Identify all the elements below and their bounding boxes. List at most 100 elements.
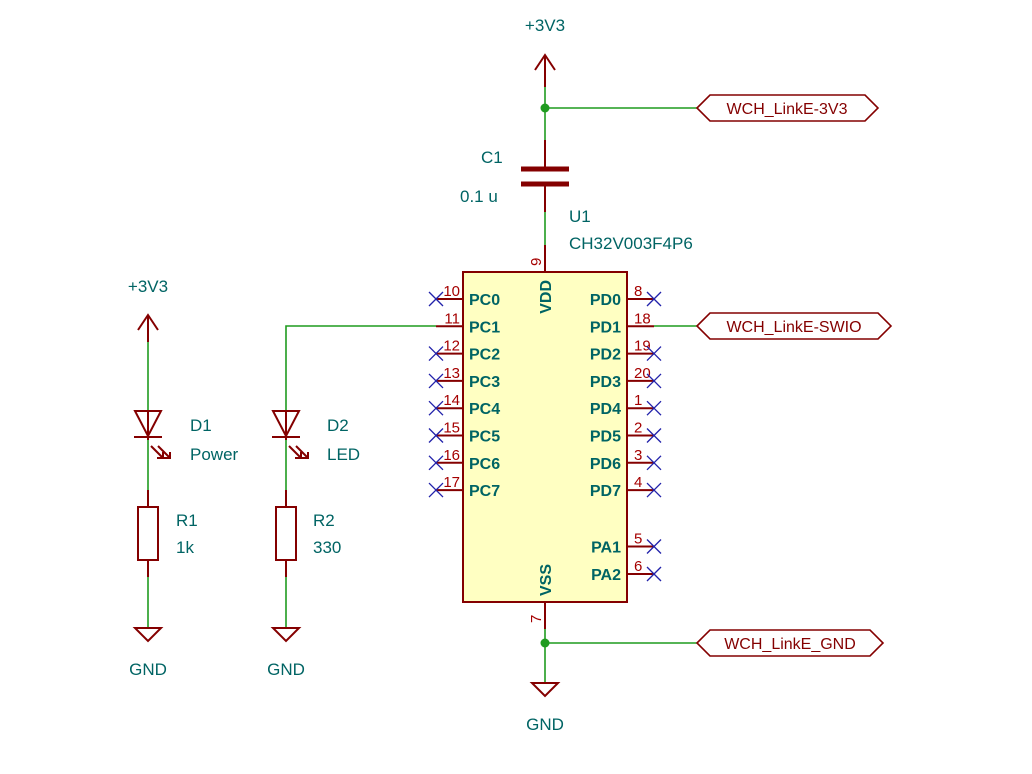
no-connect-icon (646, 400, 662, 416)
pin-number: 11 (444, 310, 460, 327)
global-label-gnd[interactable]: WCH_LinkE_GND (695, 629, 885, 657)
no-connect-icon (646, 346, 662, 362)
led-icon (271, 410, 301, 439)
d1-ref: D1 (190, 416, 212, 435)
pin-name: PD2 (590, 347, 621, 364)
label-swio-text: WCH_LinkE-SWIO (726, 319, 861, 336)
pin-name: PC4 (469, 401, 500, 418)
gnd-symbol-r2: GND (267, 627, 305, 679)
junction-gnd (540, 638, 550, 648)
no-connect-icon (428, 291, 444, 307)
power-3v3-left: +3V3 (128, 277, 168, 342)
pin-name: PC6 (469, 456, 500, 473)
resistor-r1[interactable]: R1 1k (137, 490, 198, 577)
junction-3v3 (540, 103, 550, 113)
vdd-pin-name: VDD (538, 280, 555, 314)
no-connect-icon (646, 291, 662, 307)
label-gnd-shape (695, 629, 885, 657)
power-3v3-top: +3V3 (525, 16, 565, 87)
r2-value: 330 (313, 538, 341, 557)
ic-u1[interactable]: U1 CH32V003F4P6 9 VDD 7 VSS 10PC011PC112… (428, 207, 693, 629)
pin-number: 19 (634, 338, 651, 355)
global-label-3v3[interactable]: WCH_LinkE-3V3 (695, 94, 880, 122)
vss-pin-name: VSS (538, 564, 555, 596)
no-connect-icon (646, 566, 662, 582)
wire-pc1-to-d2 (285, 325, 436, 410)
pin-number: 6 (634, 558, 642, 575)
r1-ref: R1 (176, 511, 198, 530)
no-connect-icon (428, 455, 444, 471)
no-connect-icon (428, 400, 444, 416)
pin-number: 17 (443, 474, 460, 491)
led-d2[interactable]: D2 LED (271, 410, 360, 464)
ground-icon (132, 627, 164, 643)
resistor-r2[interactable]: R2 330 (275, 490, 341, 577)
led-d1[interactable]: D1 Power (133, 410, 239, 464)
pin-name: PD5 (590, 429, 621, 446)
pin-number: 2 (634, 420, 642, 437)
pin-number: 5 (634, 531, 642, 548)
pin-number: 16 (443, 447, 460, 464)
pin-name: PD1 (590, 319, 621, 336)
gnd-bottom-label: GND (526, 715, 564, 734)
r1-value: 1k (176, 538, 194, 557)
label-3v3-text: WCH_LinkE-3V3 (727, 101, 848, 118)
pin-number: 13 (443, 365, 460, 382)
vss-pin-number: 7 (528, 615, 545, 623)
pin-name: PC1 (469, 319, 500, 336)
no-connect-icon (646, 455, 662, 471)
gnd-symbol-bottom: GND (526, 682, 564, 734)
pin-name: PC3 (469, 374, 500, 391)
pin-name: PD7 (590, 483, 621, 500)
ground-icon (529, 682, 561, 698)
pin-name: PC5 (469, 429, 500, 446)
gnd-r1-label: GND (129, 660, 167, 679)
pin-number: 8 (634, 283, 642, 300)
no-connect-icon (646, 539, 662, 554)
pin-name: PD6 (590, 456, 621, 473)
no-connect-icon (646, 428, 662, 443)
cap-value: 0.1 u (460, 187, 498, 206)
power-3v3-top-label: +3V3 (525, 16, 565, 35)
label-gnd-text: WCH_LinkE_GND (724, 636, 856, 653)
pin-name: PD0 (590, 292, 621, 309)
no-connect-icon (646, 373, 662, 389)
global-label-swio[interactable]: WCH_LinkE-SWIO (695, 312, 893, 340)
gnd-r2-label: GND (267, 660, 305, 679)
pin-name: PC0 (469, 292, 500, 309)
pin-name: PA1 (591, 540, 621, 557)
no-connect-icon (428, 482, 444, 498)
pin-number: 4 (634, 474, 642, 491)
light-emission-icon (150, 445, 171, 459)
pin-number: 20 (634, 365, 651, 382)
pin-number: 1 (634, 392, 642, 409)
cap-ref: C1 (481, 148, 503, 167)
no-connect-icon (428, 346, 444, 362)
d2-ref: D2 (327, 416, 349, 435)
pin-name: PC2 (469, 347, 500, 364)
vdd-pin-number: 9 (528, 258, 545, 266)
led-icon (133, 410, 163, 439)
capacitor-c1[interactable]: C1 0.1 u (460, 140, 569, 212)
pin-number: 10 (443, 283, 460, 300)
no-connect-icon (428, 428, 444, 443)
